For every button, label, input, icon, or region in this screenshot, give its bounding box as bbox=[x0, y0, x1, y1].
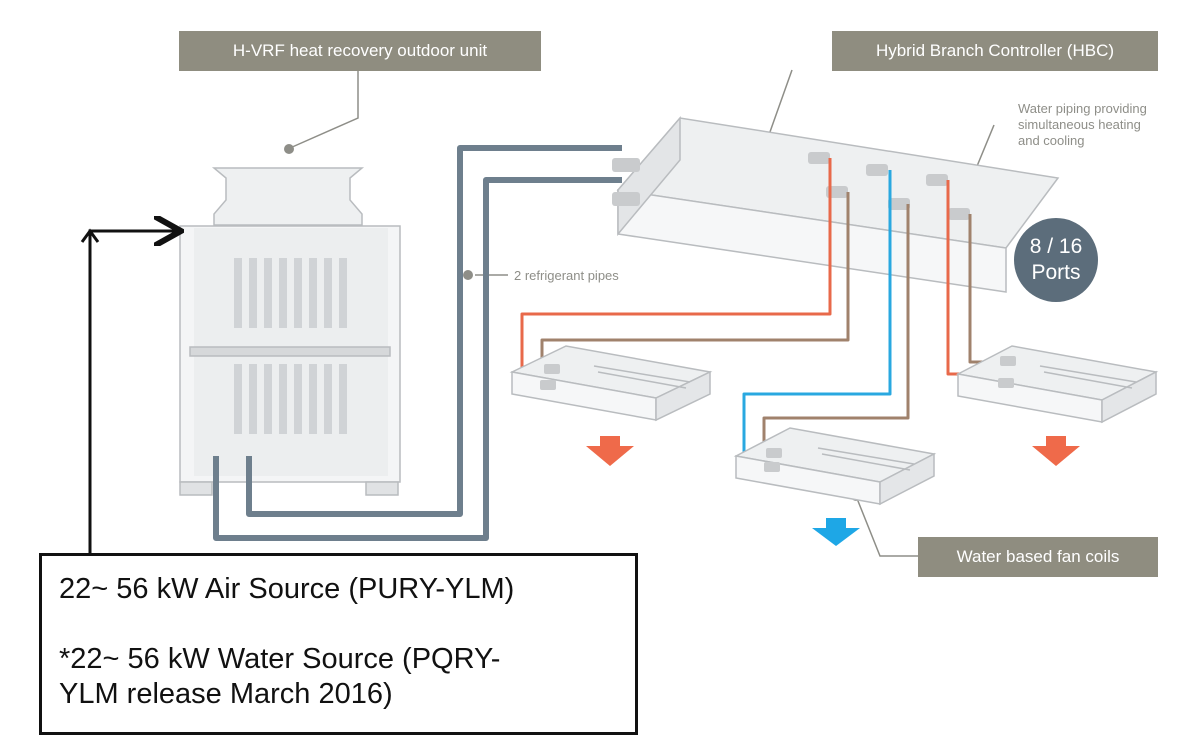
airflow-arrow-icon bbox=[1032, 436, 1080, 466]
ports-badge: 8 / 16 Ports bbox=[1014, 218, 1098, 302]
outdoor-unit-icon bbox=[179, 167, 401, 496]
fan-coil-connectors bbox=[540, 356, 1016, 472]
fan-coils-label: Water based fan coils bbox=[918, 537, 1158, 577]
ports-count: 8 / 16 bbox=[1029, 235, 1083, 258]
water-piping-label-line2: simultaneous heating bbox=[1018, 117, 1141, 132]
water-piping-label-line1: Water piping providing bbox=[1018, 101, 1147, 116]
info-arrow bbox=[88, 231, 178, 553]
airflow-arrow-icon bbox=[812, 518, 860, 546]
info-water-source-line1: *22~ 56 kW Water Source (PQRY- bbox=[59, 643, 501, 675]
refrigerant-dot bbox=[463, 270, 473, 280]
water-piping-label: Water piping providing simultaneous heat… bbox=[1018, 101, 1147, 149]
info-water-source-line2: YLM release March 2016) bbox=[59, 678, 393, 710]
hbc-connectors bbox=[612, 152, 970, 220]
info-box: 22~ 56 kW Air Source (PURY-YLM) *22~ 56 … bbox=[39, 553, 638, 735]
outdoor-unit-label: H-VRF heat recovery outdoor unit bbox=[179, 31, 541, 71]
airflow-arrow-icon bbox=[586, 436, 634, 466]
fan-coil-icon bbox=[955, 345, 1159, 424]
ports-word: Ports bbox=[1031, 261, 1081, 284]
info-air-source: 22~ 56 kW Air Source (PURY-YLM) bbox=[59, 573, 515, 605]
refrigerant-pipes-label: 2 refrigerant pipes bbox=[514, 268, 619, 283]
refrigerant-pipes bbox=[213, 145, 622, 541]
hbc-label: Hybrid Branch Controller (HBC) bbox=[832, 31, 1158, 71]
outdoor-unit-dot bbox=[284, 144, 294, 154]
hbc-box-icon bbox=[616, 115, 1060, 293]
water-piping-label-line3: and cooling bbox=[1018, 133, 1085, 148]
outdoor-unit-grille bbox=[234, 258, 347, 434]
